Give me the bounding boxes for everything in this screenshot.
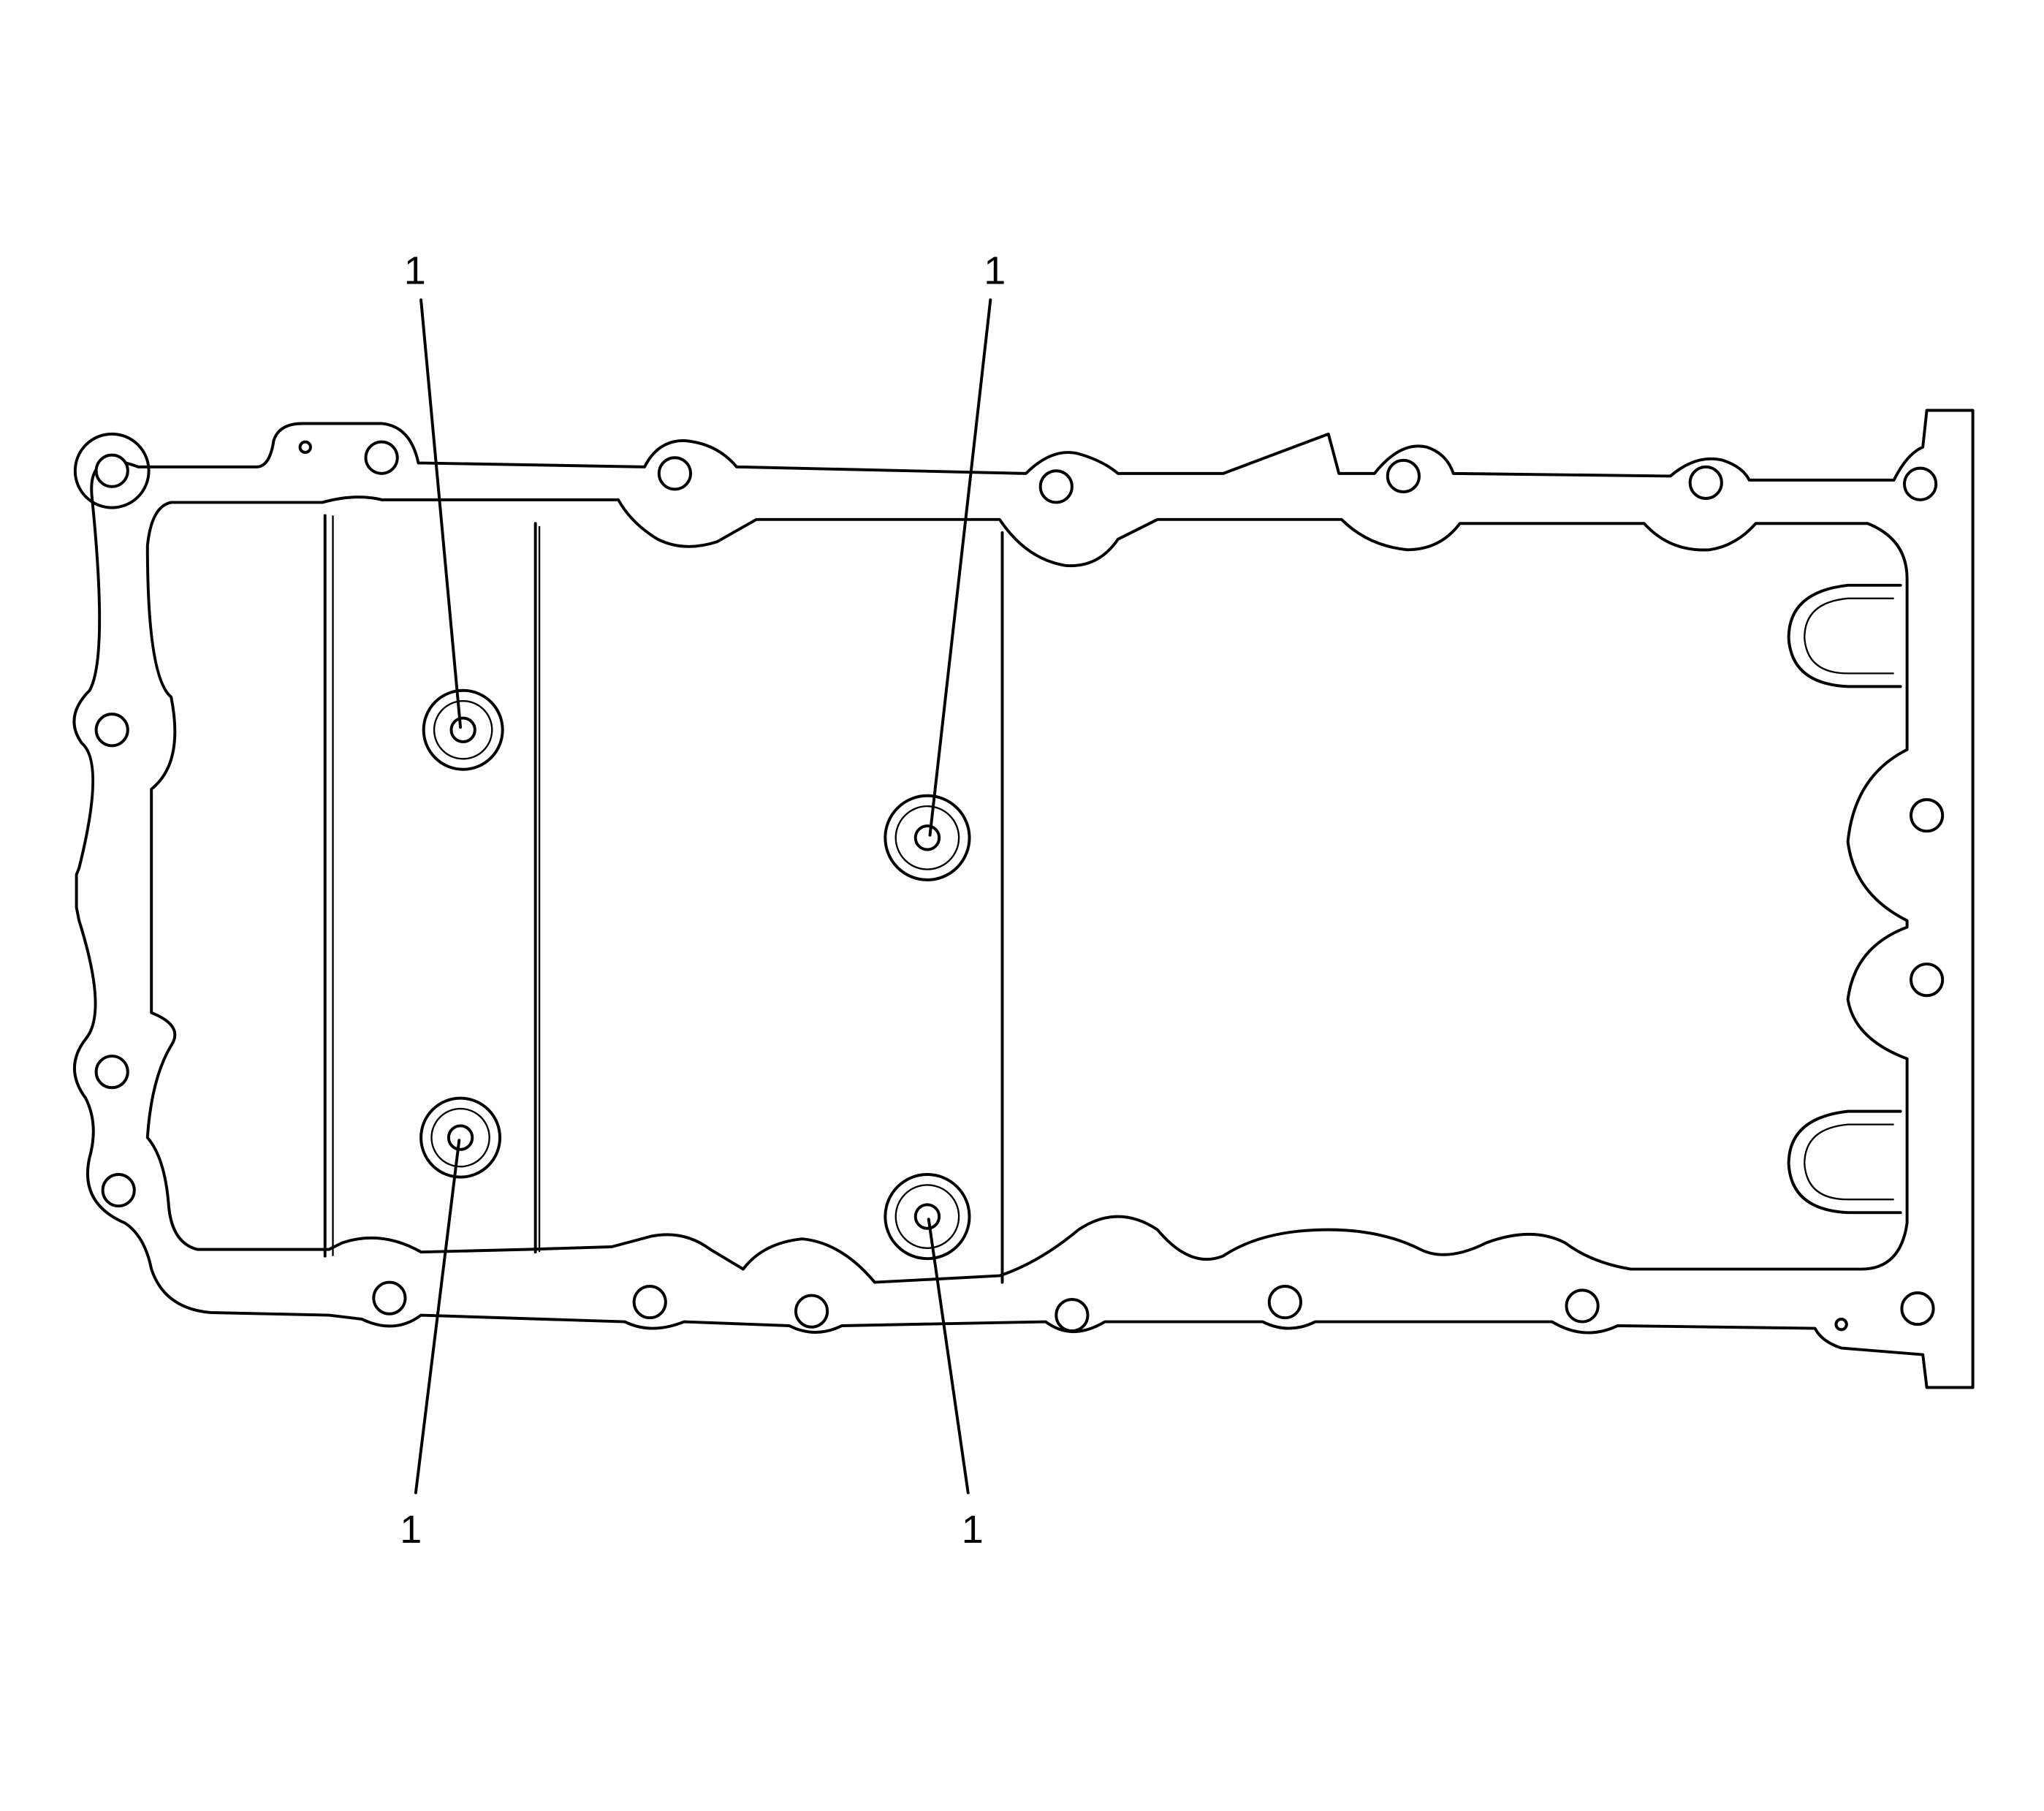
gasket-outer-outline — [72, 409, 1975, 1389]
callout-label: 1 — [962, 1508, 984, 1552]
leader-line — [927, 1218, 970, 1495]
boss-lower-left — [419, 1096, 502, 1179]
boss-upper-center — [884, 794, 971, 881]
pad-lower — [1787, 1109, 1902, 1215]
callout-label: 1 — [400, 1508, 422, 1552]
bolt-holes — [73, 432, 1945, 1333]
gasket-inner-outline — [145, 496, 1909, 1284]
boss-upper-left — [422, 688, 504, 771]
pad-upper — [1787, 583, 1902, 688]
boss-lower-center — [884, 1173, 971, 1261]
leader-line — [419, 298, 463, 729]
leader-line — [928, 298, 992, 837]
leader-line — [414, 1139, 461, 1495]
callout-label: 1 — [404, 249, 426, 293]
callout-label: 1 — [984, 249, 1006, 293]
